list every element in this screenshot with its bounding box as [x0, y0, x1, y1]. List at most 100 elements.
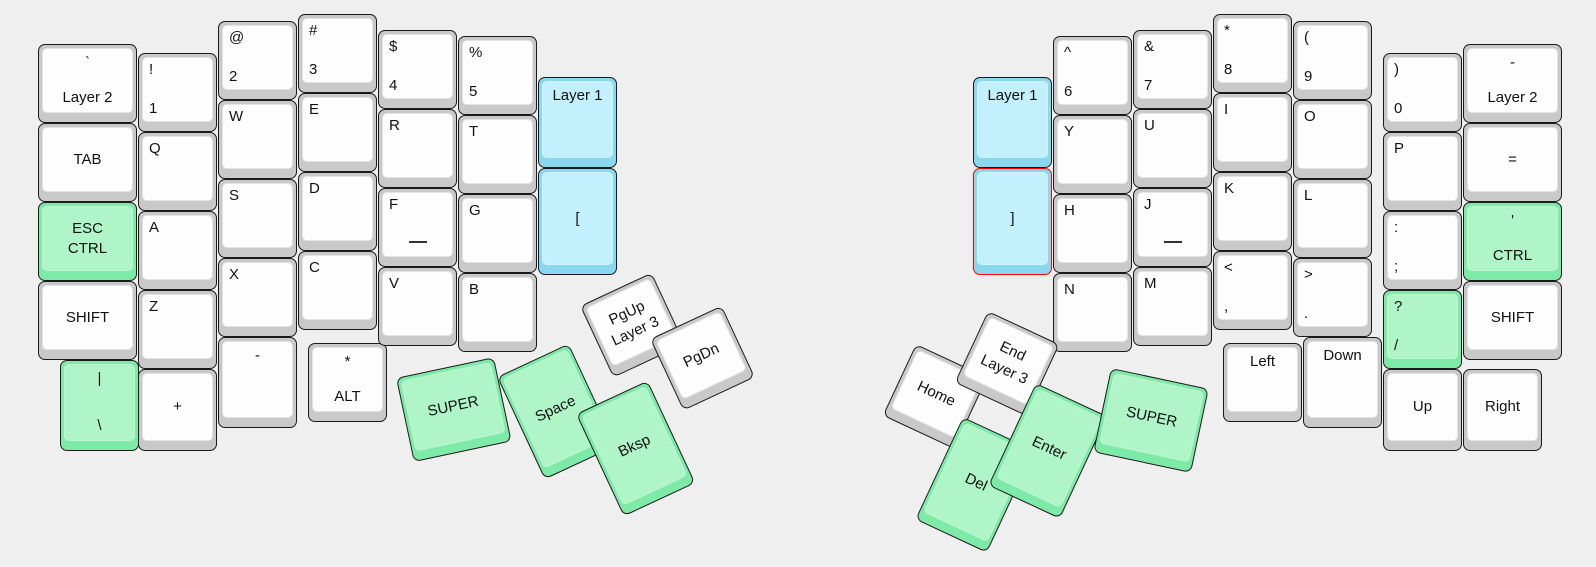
keycap: # 3	[302, 18, 373, 83]
key-shift-right[interactable]: SHIFT	[1463, 281, 1562, 360]
key-z[interactable]: Z	[138, 290, 217, 369]
keycap: Bksp	[581, 385, 688, 506]
key-i[interactable]: I	[1213, 93, 1292, 172]
key-legend-center: SUPER	[1124, 403, 1179, 431]
key-m[interactable]: M	[1133, 267, 1212, 346]
key-c[interactable]: C	[298, 251, 377, 330]
keycap: ]	[977, 172, 1048, 265]
key-a[interactable]: A	[138, 211, 217, 290]
key-legend-top: `	[85, 54, 90, 71]
key-legend-bottom: 6	[1064, 83, 1073, 101]
key-2-at[interactable]: @ 2	[218, 21, 297, 100]
key-shift-left[interactable]: SHIFT	[38, 281, 137, 360]
key-q[interactable]: Q	[138, 132, 217, 211]
key-super-right[interactable]: SUPER	[1093, 368, 1209, 473]
key-super-left[interactable]: SUPER	[396, 357, 512, 463]
key-e[interactable]: E	[298, 93, 377, 172]
key-legend-bottom: 5	[469, 83, 478, 101]
key-legend-top: Y	[1064, 123, 1075, 140]
keycap: Left	[1227, 347, 1298, 412]
keycap: V	[382, 271, 453, 336]
key-v[interactable]: V	[378, 267, 457, 346]
key-h[interactable]: H	[1053, 194, 1132, 273]
keycap: $ 4	[382, 34, 453, 99]
keycap: SHIFT	[42, 285, 133, 350]
key-tab[interactable]: TAB	[38, 123, 137, 202]
key-plus[interactable]: +	[138, 369, 217, 451]
key-comma[interactable]: < ,	[1213, 251, 1292, 330]
key-legend-center: SHIFT	[65, 308, 110, 326]
key-up-arrow[interactable]: Up	[1383, 369, 1462, 451]
key-j[interactable]: J	[1133, 188, 1212, 267]
key-r[interactable]: R	[378, 109, 457, 188]
key-right-arrow[interactable]: Right	[1463, 369, 1542, 451]
keycap: =	[1467, 127, 1558, 192]
key-n[interactable]: N	[1053, 273, 1132, 352]
key-legend-top: !	[149, 61, 154, 78]
key-legend-center: Space	[532, 391, 579, 426]
key-5-percent[interactable]: % 5	[458, 36, 537, 115]
key-period[interactable]: > .	[1293, 258, 1372, 337]
key-legend-top: N	[1064, 281, 1075, 298]
key-s[interactable]: S	[218, 179, 297, 258]
key-d[interactable]: D	[298, 172, 377, 251]
key-legend-top: '	[1511, 212, 1514, 229]
key-legend-center: Layer 1	[987, 87, 1038, 104]
key-minus-left[interactable]: -	[218, 337, 297, 428]
key-k[interactable]: K	[1213, 172, 1292, 251]
key-legend-bottom: 3	[309, 61, 318, 79]
key-3-hash[interactable]: # 3	[298, 14, 377, 93]
keycap: > .	[1297, 262, 1368, 327]
keycap: L	[1297, 183, 1368, 248]
key-legend-center: -	[255, 347, 260, 364]
key-legend-top: <	[1224, 259, 1233, 276]
key-p[interactable]: P	[1383, 132, 1462, 211]
key-6-caret[interactable]: ^ 6	[1053, 36, 1132, 115]
key-legend-top: R	[389, 117, 400, 134]
key-y[interactable]: Y	[1053, 115, 1132, 194]
key-layer2-right[interactable]: - Layer 2	[1463, 44, 1562, 123]
key-u[interactable]: U	[1133, 109, 1212, 188]
key-x[interactable]: X	[218, 258, 297, 337]
key-b[interactable]: B	[458, 273, 537, 352]
key-quote-ctrl[interactable]: ' CTRL	[1463, 202, 1562, 281]
key-g[interactable]: G	[458, 194, 537, 273]
key-pipe-backslash[interactable]: | \	[60, 360, 139, 451]
key-layer1-left[interactable]: Layer 1	[538, 77, 617, 168]
key-slash[interactable]: ? /	[1383, 290, 1462, 369]
key-layer2-left[interactable]: ` Layer 2	[38, 44, 137, 123]
key-left-arrow[interactable]: Left	[1223, 343, 1302, 422]
key-w[interactable]: W	[218, 100, 297, 179]
key-legend-center: +	[173, 398, 182, 416]
key-l[interactable]: L	[1293, 179, 1372, 258]
key-equals[interactable]: =	[1463, 123, 1562, 202]
key-9-parenleft[interactable]: ( 9	[1293, 21, 1372, 100]
keycap: G	[462, 198, 533, 263]
key-8-asterisk[interactable]: * 8	[1213, 14, 1292, 93]
key-0-parenright[interactable]: ) 0	[1383, 53, 1462, 132]
key-legend-bottom: 1	[149, 100, 158, 118]
key-f[interactable]: F	[378, 188, 457, 267]
key-4-dollar[interactable]: $ 4	[378, 30, 457, 109]
key-legend-center: SHIFT	[1490, 308, 1535, 326]
key-bracket-left[interactable]: [	[538, 168, 617, 275]
key-legend-bottom: \	[97, 417, 102, 435]
keycap: & 7	[1137, 34, 1208, 99]
key-alt-left[interactable]: * ALT	[308, 343, 387, 422]
key-bracket-right[interactable]: ]	[973, 168, 1052, 275]
key-semicolon[interactable]: : ;	[1383, 211, 1462, 290]
key-legend-top: J	[1144, 196, 1152, 213]
key-legend-top: W	[229, 108, 244, 125]
key-7-ampersand[interactable]: & 7	[1133, 30, 1212, 109]
key-legend-top: S	[229, 187, 240, 204]
keycap: D	[302, 176, 373, 241]
key-down-arrow[interactable]: Down	[1303, 337, 1382, 428]
key-legend-top: X	[229, 266, 240, 283]
key-1-exclaim[interactable]: ! 1	[138, 53, 217, 132]
key-layer1-right[interactable]: Layer 1	[973, 77, 1052, 168]
key-t[interactable]: T	[458, 115, 537, 194]
key-legend-center: TAB	[73, 150, 102, 168]
key-o[interactable]: O	[1293, 100, 1372, 179]
keycap: ) 0	[1387, 57, 1458, 122]
